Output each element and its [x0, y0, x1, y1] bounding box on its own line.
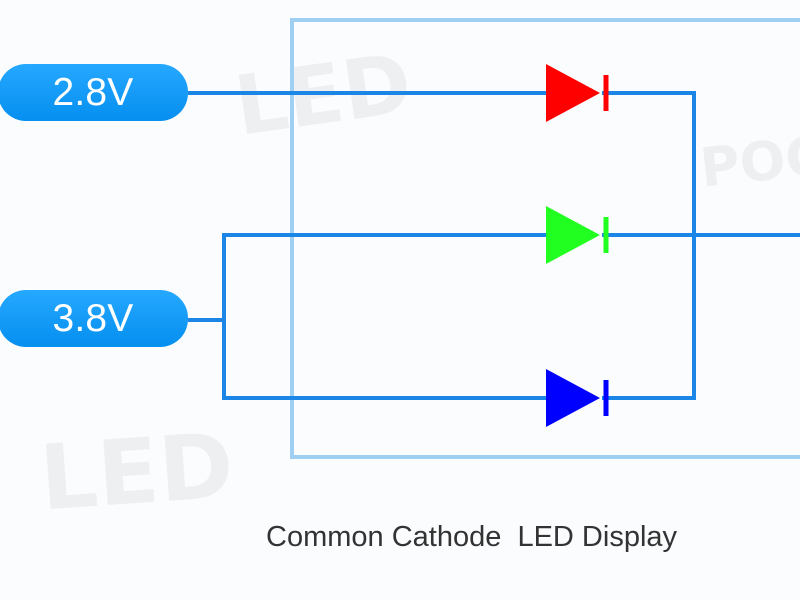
blue-led-icon — [546, 369, 609, 427]
cathode-bus — [602, 91, 696, 400]
voltage-label-bottom: 3.8V — [0, 290, 188, 347]
wire-network — [188, 91, 800, 400]
green-led-icon — [546, 206, 609, 264]
red-led-icon — [546, 64, 609, 122]
diagram-caption: Common Cathode LED Display — [266, 521, 678, 553]
voltage-label-top: 2.8V — [0, 64, 188, 121]
led-display-frame — [290, 18, 800, 459]
